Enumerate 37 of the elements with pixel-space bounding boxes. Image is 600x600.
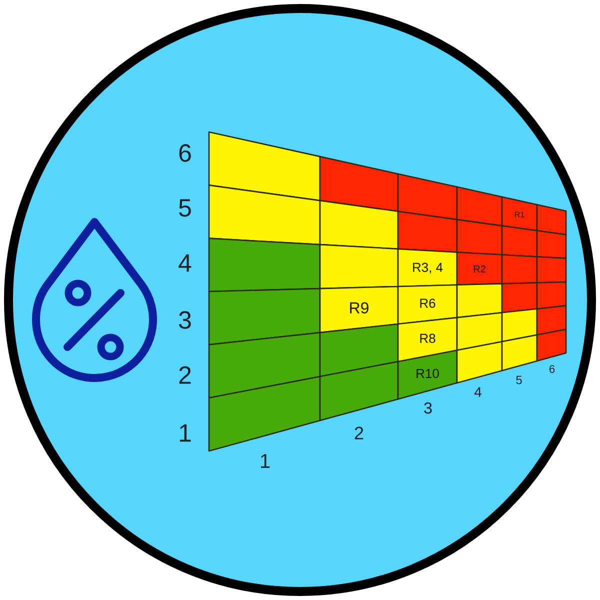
tick-label: 3 [179, 311, 191, 329]
tick-label: 1 [260, 454, 270, 468]
matrix-cell [456, 186, 503, 226]
matrix-cell [501, 254, 538, 284]
matrix-cell [208, 332, 321, 398]
matrix-cell [456, 312, 503, 351]
tick-label: 2 [179, 366, 191, 384]
matrix-cell [397, 173, 458, 220]
matrix-cell: R3, 4 [397, 248, 458, 288]
matrix-cell: R10 [397, 350, 458, 400]
tick-label: 6 [179, 144, 191, 162]
tick-label: 4 [178, 254, 192, 272]
tick-label: 1 [180, 424, 191, 442]
matrix-cell [208, 184, 321, 246]
matrix-cell: R8 [397, 316, 458, 362]
matrix-cell [536, 281, 567, 310]
matrix-cell [501, 282, 538, 314]
matrix-cell: R2 [456, 252, 503, 286]
matrix-cell [536, 328, 567, 362]
matrix-cell [319, 323, 399, 378]
tick-label: 5 [516, 376, 522, 384]
matrix-cell [319, 360, 399, 422]
matrix-cell [501, 334, 538, 372]
matrix-cell [536, 256, 567, 284]
matrix-cell [319, 244, 399, 290]
tick-label: 4 [474, 387, 482, 397]
matrix-cell: R1 [501, 196, 538, 232]
tick-label: 2 [354, 426, 364, 440]
matrix-cell [208, 376, 321, 452]
matrix-cell [319, 156, 399, 212]
matrix-cell [208, 131, 321, 202]
matrix-cell [456, 283, 503, 318]
tick-label: 6 [550, 365, 555, 373]
matrix-cell [456, 340, 503, 384]
matrix-cell [319, 200, 399, 250]
tick-label: 5 [179, 199, 191, 217]
tick-label: 3 [424, 402, 432, 414]
